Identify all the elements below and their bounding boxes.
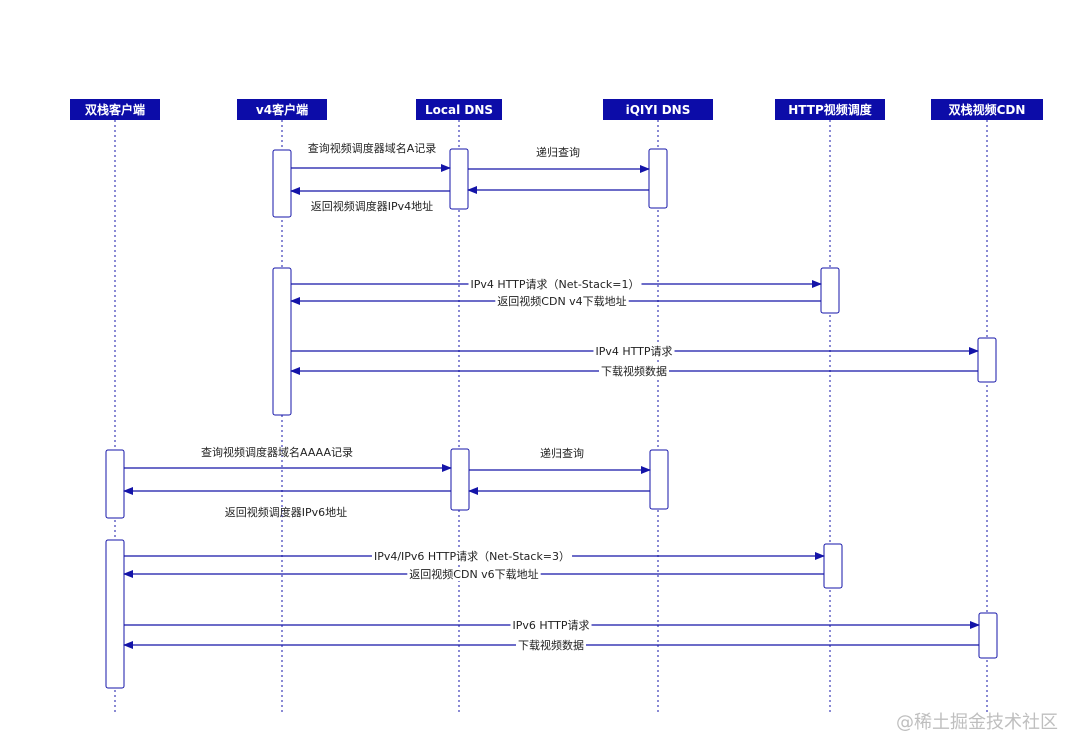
participant-headers: 双栈客户端 v4客户端 Local DNS iQIYI DNS HTTP视频调度…	[70, 99, 1043, 120]
activation-box	[105, 449, 125, 519]
participant-label-ldns: Local DNS	[425, 103, 493, 117]
message-label: 返回视频CDN v4下载地址	[497, 294, 626, 308]
message-label: 返回视频调度器IPv6地址	[225, 505, 347, 519]
activation-box	[648, 148, 668, 209]
activation-box	[272, 267, 292, 416]
message-label-bg	[599, 364, 669, 378]
activation-boxes	[105, 148, 998, 689]
message-label-bg	[371, 550, 573, 563]
message-label-bg	[468, 278, 642, 291]
message-label: 查询视频调度器域名AAAA记录	[201, 445, 353, 459]
message-label-bg	[495, 294, 629, 308]
message-label: IPv4 HTTP请求（Net-Stack=1）	[471, 278, 640, 291]
message-label: IPv4/IPv6 HTTP请求（Net-Stack=3）	[374, 550, 570, 563]
message-label-bg	[510, 619, 592, 632]
activation-box	[823, 543, 843, 589]
activation-box	[449, 148, 469, 210]
participant-ldns: Local DNS	[416, 99, 502, 120]
participant-label-qdns: iQIYI DNS	[626, 103, 691, 117]
message-label: 下载视频数据	[601, 364, 667, 378]
participant-label-sched: HTTP视频调度	[788, 102, 872, 117]
message-label: IPv6 HTTP请求	[512, 619, 589, 632]
participant-label-dual: 双栈客户端	[85, 102, 145, 117]
message-label-bg	[593, 345, 675, 358]
activation-box	[977, 337, 997, 383]
message-label: 查询视频调度器域名A记录	[308, 141, 437, 155]
message-label-bg	[407, 567, 541, 581]
message-label: 返回视频CDN v6下载地址	[409, 567, 538, 581]
participant-label-v4: v4客户端	[256, 102, 308, 117]
watermark: @稀土掘金技术社区	[896, 712, 1058, 733]
activation-box	[272, 149, 292, 218]
activation-box	[820, 267, 840, 314]
activation-box	[450, 448, 470, 511]
message-label: 递归查询	[540, 446, 584, 460]
message-label: 下载视频数据	[518, 638, 584, 652]
message-label: 返回视频调度器IPv4地址	[311, 199, 433, 213]
participant-label-cdn: 双栈视频CDN	[949, 102, 1026, 117]
activation-box	[105, 539, 125, 689]
activation-box	[649, 449, 669, 510]
participant-cdn: 双栈视频CDN	[931, 99, 1043, 120]
message-arrows: 查询视频调度器域名A记录递归查询返回视频调度器IPv4地址IPv4 HTTP请求…	[123, 141, 980, 652]
participant-qdns: iQIYI DNS	[603, 99, 713, 120]
message-label-bg	[516, 638, 586, 652]
participant-dual: 双栈客户端	[70, 99, 160, 120]
message-label: IPv4 HTTP请求	[595, 345, 672, 358]
message-label: 递归查询	[536, 145, 580, 159]
participant-v4: v4客户端	[237, 99, 327, 120]
activation-box	[978, 612, 998, 659]
participant-sched: HTTP视频调度	[775, 99, 885, 120]
